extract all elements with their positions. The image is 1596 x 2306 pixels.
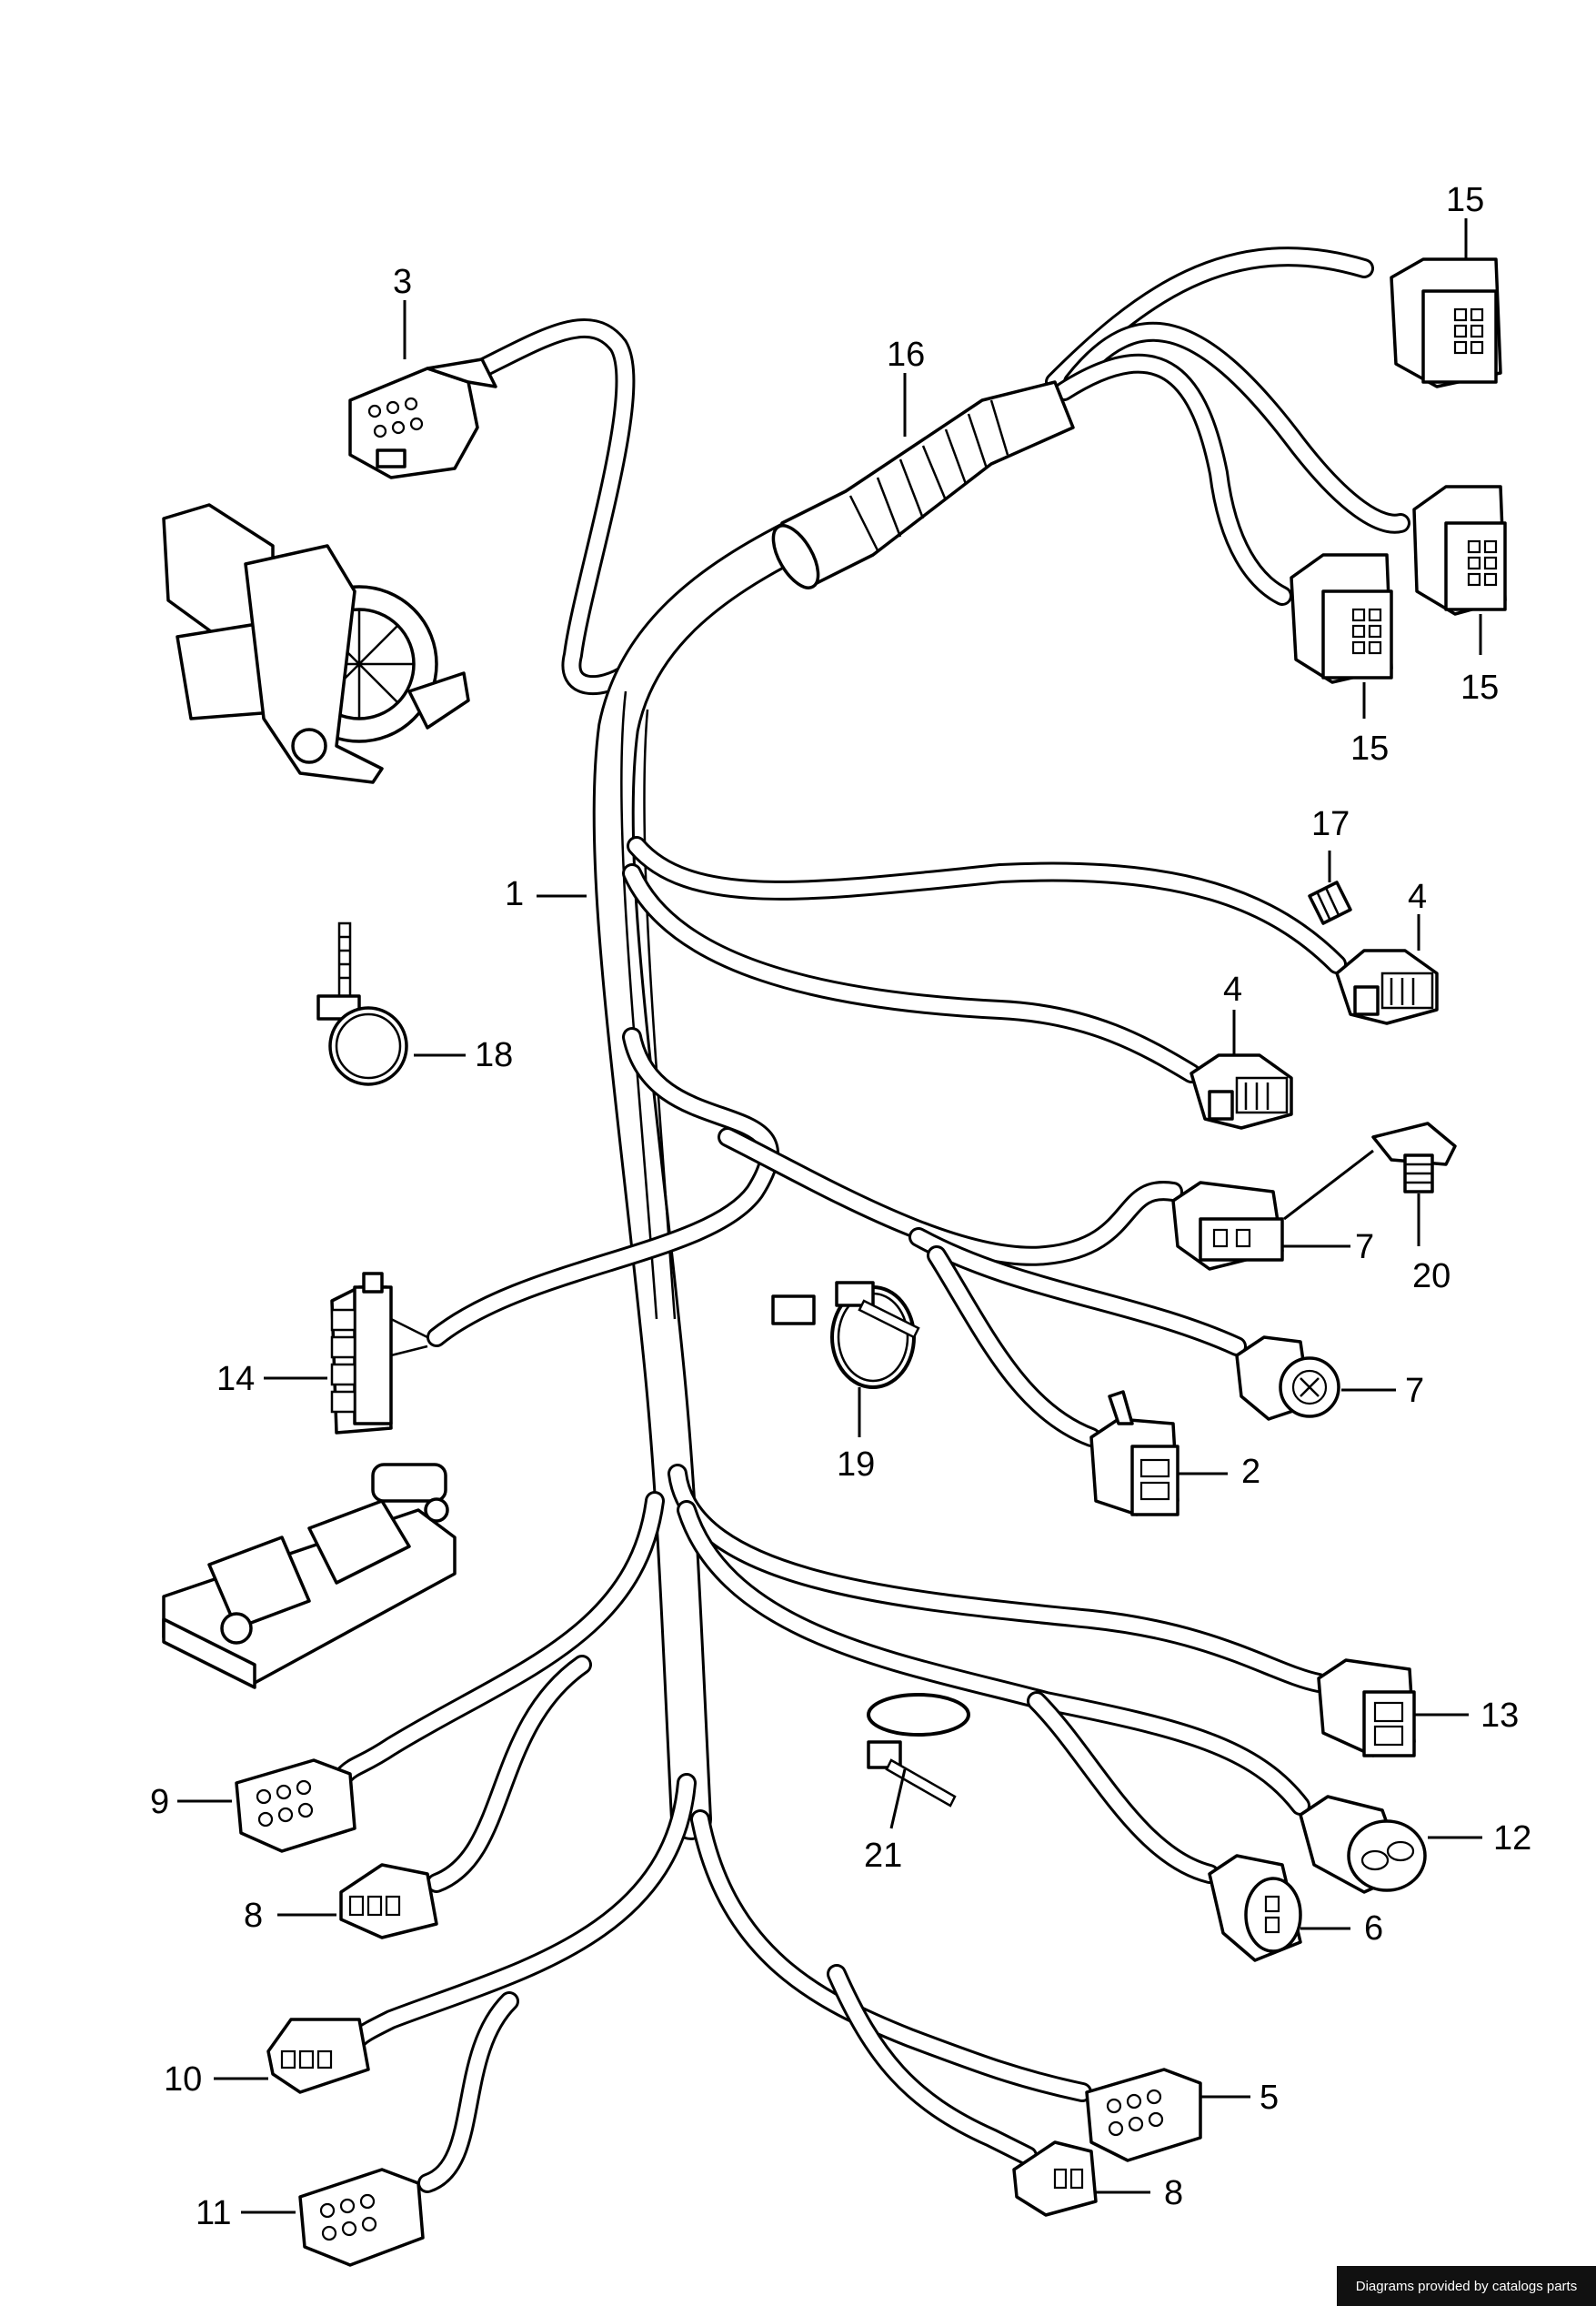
credit-footer: Diagrams provided by catalogs parts — [1337, 2266, 1596, 2306]
callout-18: 18 — [475, 1036, 513, 1074]
callout-10: 10 — [164, 2060, 202, 2099]
callout-7-upper: 7 — [1355, 1228, 1374, 1266]
callout-21: 21 — [864, 1837, 902, 1875]
connector-part-3 — [348, 357, 497, 479]
callout-2: 2 — [1241, 1453, 1260, 1491]
callout-9: 9 — [150, 1783, 169, 1821]
connector-part-8-right — [1012, 2140, 1098, 2217]
connector-part-7-lower — [1235, 1335, 1340, 1421]
callout-20: 20 — [1412, 1257, 1450, 1295]
callout-15-top: 15 — [1446, 181, 1484, 219]
cable-tie-part-21 — [867, 1693, 970, 1808]
connector-part-11 — [298, 2168, 425, 2267]
connector-part-9 — [235, 1758, 356, 1853]
window-switch-block — [162, 1463, 457, 1689]
connector-part-15-right — [1412, 485, 1507, 616]
callout-14: 14 — [216, 1360, 255, 1398]
window-motor-unit — [162, 503, 470, 784]
clip-part-20 — [1371, 1122, 1457, 1193]
connector-part-12 — [1299, 1795, 1427, 1894]
connector-part-13 — [1317, 1658, 1416, 1757]
callout-6: 6 — [1364, 1909, 1383, 1948]
cable-tie-part-18 — [316, 921, 408, 1086]
connector-part-6 — [1208, 1854, 1302, 1962]
pin-part-17 — [1308, 881, 1352, 925]
callout-17: 17 — [1311, 805, 1350, 843]
callout-7-lower: 7 — [1405, 1372, 1424, 1410]
connector-part-10 — [266, 2018, 370, 2094]
connector-part-4-lower — [1189, 1053, 1293, 1130]
callout-8-right: 8 — [1164, 2174, 1183, 2212]
callout-15-lower: 15 — [1350, 730, 1389, 768]
callout-12: 12 — [1493, 1819, 1531, 1858]
connector-part-2 — [1089, 1390, 1179, 1516]
connector-part-15-lower — [1290, 553, 1393, 684]
callout-3: 3 — [393, 263, 412, 301]
harness-wires — [336, 247, 1410, 2193]
callout-labels: 1 2 3 4 4 5 6 7 7 8 8 9 10 11 12 13 14 1… — [150, 181, 1531, 2232]
callout-19: 19 — [837, 1445, 875, 1484]
credit-text: Diagrams provided by catalogs parts — [1355, 2278, 1578, 2294]
connector-part-8-left — [339, 1863, 438, 1939]
connector-part-4-upper — [1335, 949, 1439, 1025]
callout-15-right: 15 — [1460, 669, 1499, 707]
grommet-boot — [771, 380, 1075, 589]
connector-part-7-upper — [1171, 1181, 1284, 1271]
connector-part-5 — [1085, 2068, 1202, 2162]
callout-11: 11 — [196, 2194, 231, 2232]
callout-5: 5 — [1260, 2079, 1279, 2117]
callout-4-lower: 4 — [1223, 971, 1242, 1009]
leader-lines — [177, 218, 1482, 2214]
connector-part-14 — [330, 1272, 428, 1435]
callout-16: 16 — [887, 336, 925, 374]
clamp-part-19 — [771, 1281, 920, 1389]
callout-4-upper: 4 — [1408, 878, 1427, 916]
connector-part-15-top — [1390, 257, 1502, 388]
callout-8-left: 8 — [244, 1897, 263, 1935]
callout-13: 13 — [1481, 1697, 1519, 1735]
callout-1: 1 — [505, 875, 524, 913]
